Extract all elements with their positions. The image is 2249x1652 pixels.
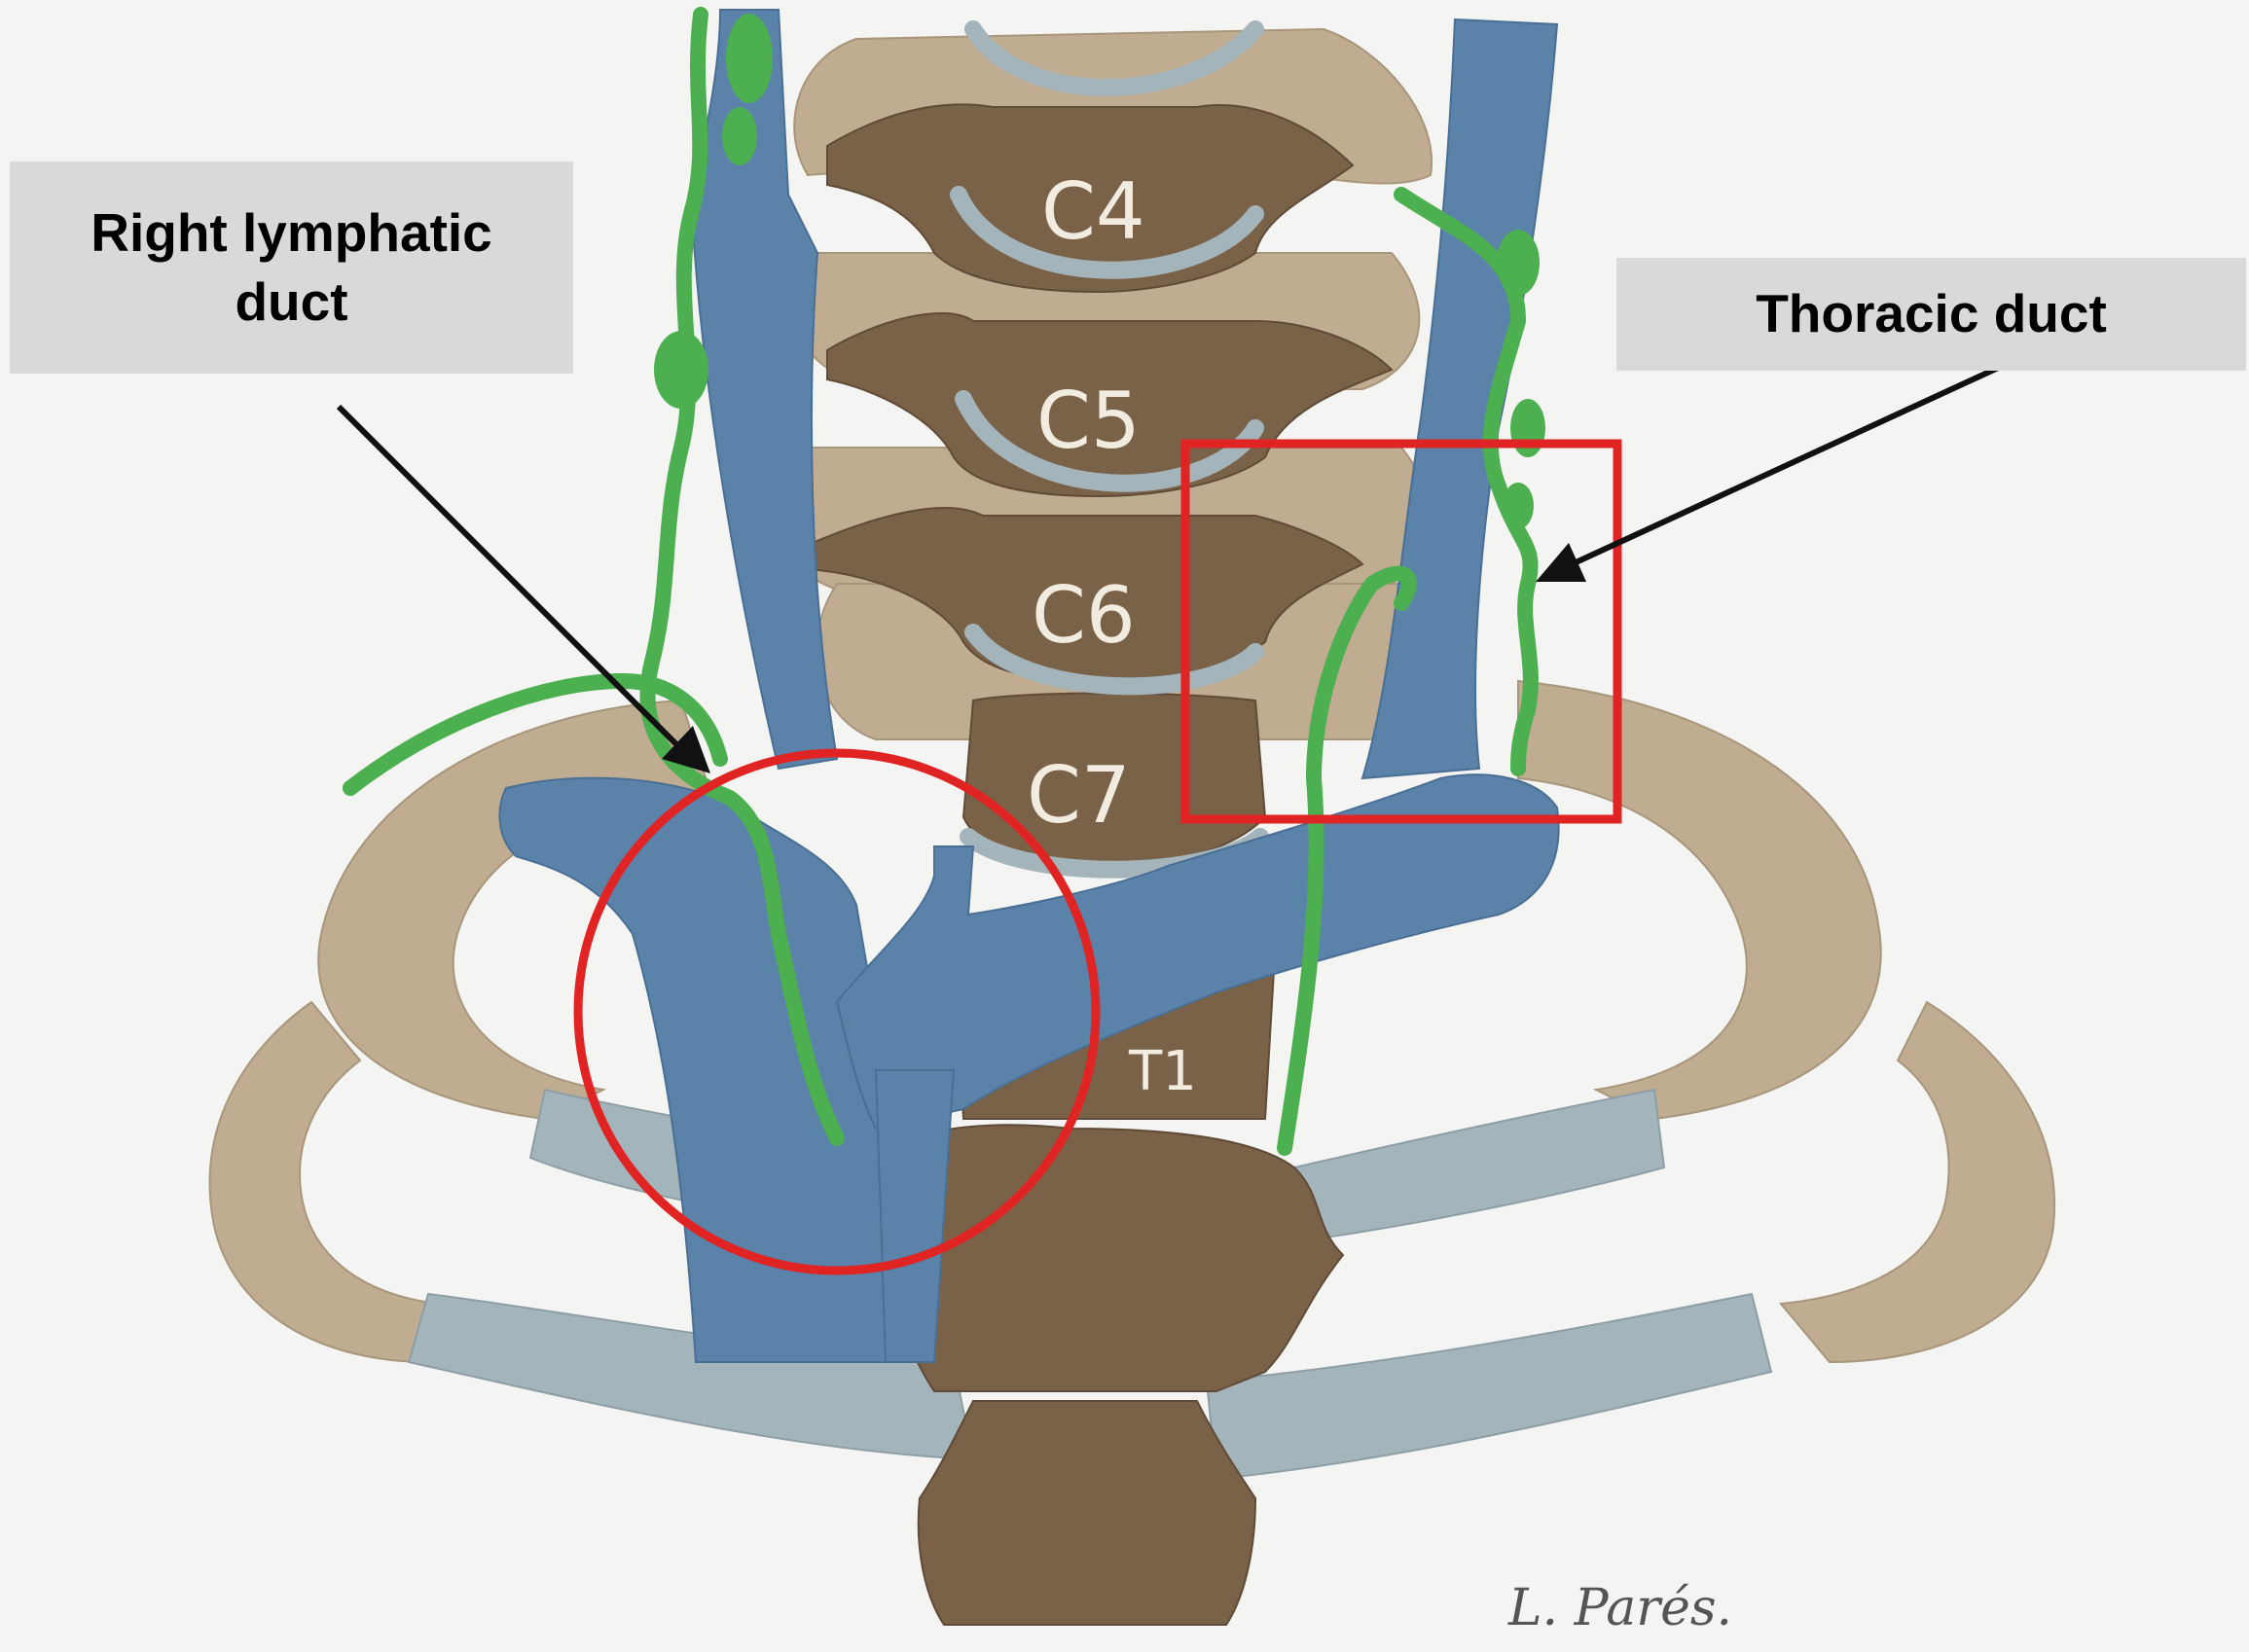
label-c7: C7 [1027,750,1131,841]
lymph-node-2 [722,107,757,165]
lymphatics [343,7,1539,1156]
thoracic-duct-label: Thoracic duct [1616,258,2246,371]
arrowhead-right-lymphatic-duct [662,726,710,773]
label-t1: T1 [1128,1040,1197,1103]
thoracic-duct-highlight [1180,439,1622,824]
label-c4: C4 [1041,166,1145,257]
disc-c5-c6 [955,390,1264,492]
right-jugular-lymph-trunk [639,7,845,1146]
vertebra-labels: C4 C5 C6 C7 T1 [1027,166,1197,1103]
cartilage-2-right [1205,1292,1773,1481]
label-c5: C5 [1036,376,1141,466]
intervertebral-discs [950,20,1269,879]
left-brachiocephalic-vein [835,773,1560,1131]
lymph-node-6 [1503,483,1534,529]
vertebral-bodies [807,103,1394,1626]
artist-signature: L. Parés. [1507,1579,1732,1637]
lymph-node-5 [1510,399,1545,457]
label-c6: C6 [1032,570,1136,661]
disc-c6-c7 [964,624,1264,696]
right-lymphatic-duct-text: Right lymphatic duct [91,201,492,333]
c5-body [826,312,1394,498]
lymph-node-4 [1497,230,1540,296]
disc-c4-c5 [950,186,1264,279]
lymph-node-3 [654,331,708,409]
lymph-node-1 [726,14,773,103]
sternum-body [917,1400,1257,1626]
thoracic-duct-ascending [1277,565,1417,1156]
costal-cartilages [407,1088,1773,1481]
cartilage-1-right [1292,1088,1666,1242]
thoracic-duct-text: Thoracic duct [1756,283,2107,344]
rib-1-right [1517,679,1882,1121]
right-lymphatic-duct-highlight [573,748,1101,1275]
disc-c3-c4 [964,20,1264,96]
arrow-thoracic-duct [1570,355,2021,567]
arrowhead-thoracic-duct [1536,543,1586,582]
right-lymphatic-duct-label: Right lymphatic duct [10,162,573,374]
right-subclavian-lymph-trunk [343,673,728,796]
callout-arrows [336,355,2021,773]
arrow-right-lymphatic-duct [336,404,684,752]
rib-2-right [1779,1000,2056,1364]
